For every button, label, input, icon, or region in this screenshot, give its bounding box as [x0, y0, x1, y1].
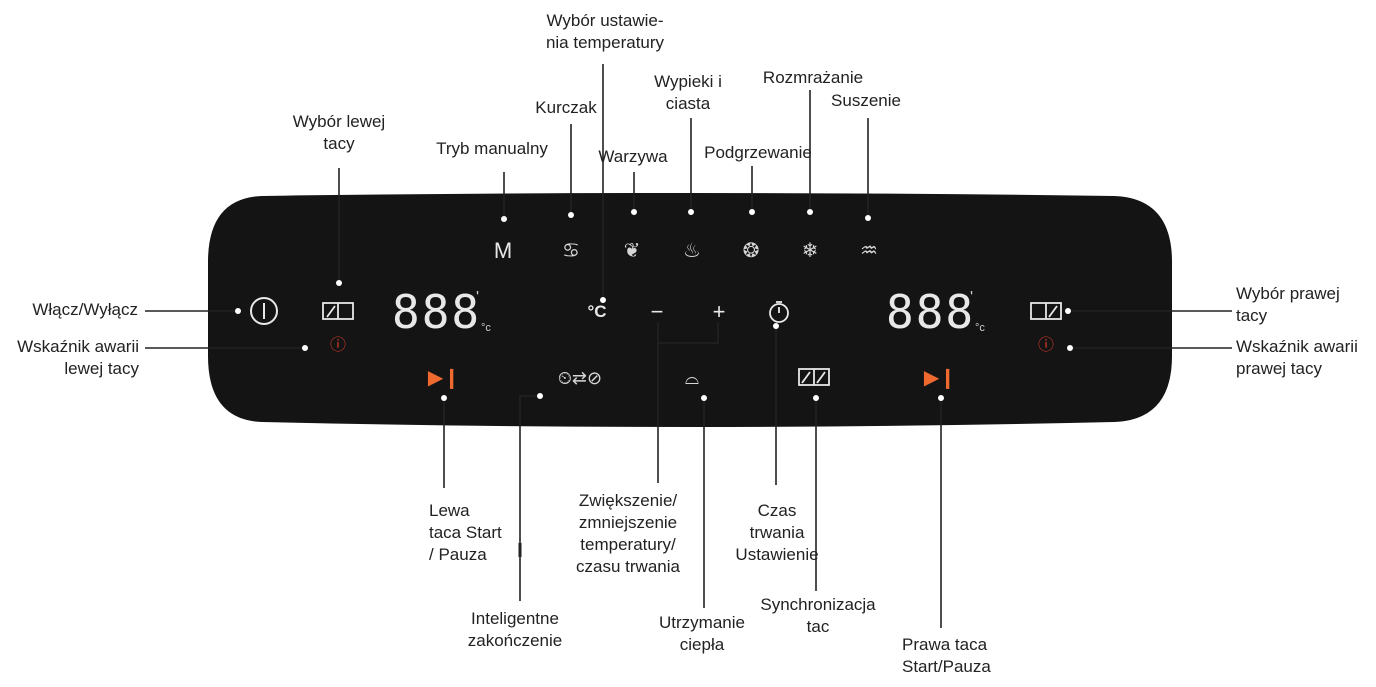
label-drying: Suszenie	[831, 91, 901, 110]
sync-icon	[798, 368, 830, 386]
smart-finish-icon[interactable]: ⏲⇄⊘	[557, 368, 603, 388]
leader-end-dots	[235, 209, 1073, 401]
manual-mode-icon: M	[493, 238, 513, 263]
label-vegetables: Warzywa	[598, 147, 668, 166]
right-display-unit: °c	[975, 322, 985, 334]
left-fault-icon: ⓘ	[329, 337, 347, 354]
timer-icon	[769, 301, 789, 323]
drying-icon: ♒	[860, 240, 878, 262]
leader-smart-finish	[519, 395, 540, 601]
left-display-prime: '	[476, 289, 480, 306]
snowflake-icon: ❄	[801, 240, 819, 262]
right-display-prime: '	[970, 289, 974, 306]
cake-icon: ♨	[683, 240, 701, 262]
left-display-unit: °c	[481, 322, 491, 334]
power-icon	[250, 297, 278, 325]
plus-button[interactable]: +	[712, 299, 726, 324]
leader-lines	[145, 64, 1232, 628]
left-time-display: 888	[392, 285, 482, 339]
celsius-button[interactable]: °C	[587, 302, 607, 321]
leader-plus-minus-bracket	[657, 322, 719, 344]
tray-select-icon	[322, 302, 354, 320]
left-play-pause-icon[interactable]: ▶❙	[427, 367, 461, 389]
vegetables-icon: ❦	[623, 240, 641, 262]
label-temp-select: Wybór ustawie-nia temperatury	[545, 11, 665, 52]
label-chicken: Kurczak	[535, 98, 597, 117]
right-fault-icon: ⓘ	[1037, 337, 1055, 354]
keep-warm-icon[interactable]: ⌓	[684, 368, 700, 388]
control-panel-body	[208, 193, 1172, 427]
right-time-display: 888	[886, 285, 976, 339]
tray-select-icon	[1030, 302, 1062, 320]
reheat-icon: ❂	[742, 240, 760, 262]
label-power: Włącz/Wyłącz	[32, 300, 138, 319]
right-play-pause-icon[interactable]: ▶❙	[923, 367, 957, 389]
label-manual: Tryb manualny	[436, 139, 548, 158]
minus-button[interactable]: −	[650, 299, 664, 324]
label-reheat: Podgrzewanie	[704, 143, 812, 162]
label-defrost: Rozmrażanie	[762, 68, 864, 87]
chicken-icon: ♋	[562, 240, 580, 262]
